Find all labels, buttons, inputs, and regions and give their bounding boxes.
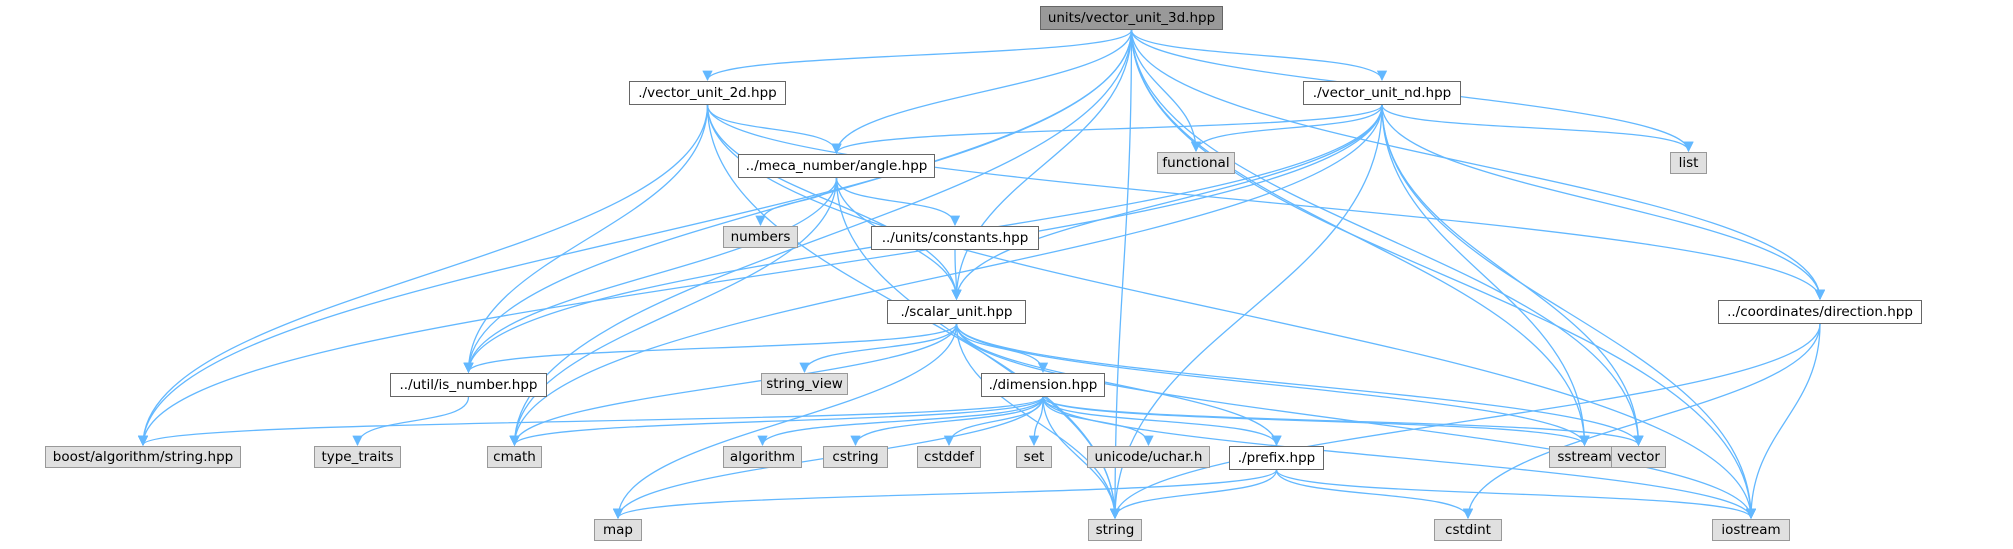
edge-root-to-direction — [1130, 29, 1826, 301]
edge-vnd-to-boost — [137, 104, 1383, 447]
node-cmath: cmath — [487, 446, 542, 468]
edge-isnumber-to-type_traits — [352, 396, 470, 447]
edge-scalar-to-string_view — [799, 323, 958, 374]
node-vector-unit-nd-hpp[interactable]: ./vector_unit_nd.hpp — [1303, 81, 1461, 105]
edge-angle-to-constants — [835, 177, 961, 227]
edge-dimension-to-algorithm — [757, 396, 1044, 447]
edge-dimension-to-sstream — [1042, 396, 1590, 447]
node-vector-unit-2d-hpp[interactable]: ./vector_unit_2d.hpp — [629, 81, 786, 105]
node-map: map — [594, 519, 642, 541]
node-string: string — [1088, 519, 1142, 541]
edge-angle-to-numbers — [755, 177, 838, 227]
node-vector: vector — [1611, 446, 1666, 468]
edge-vnd-to-list — [1381, 104, 1694, 153]
edge-direction-to-string — [1109, 323, 1821, 520]
edge-vnd-to-angle — [831, 104, 1383, 155]
node-scalar-unit-hpp[interactable]: ./scalar_unit.hpp — [887, 300, 1026, 324]
edge-v2d-to-angle — [706, 104, 842, 155]
edge-prefix-to-cstdint — [1275, 469, 1474, 520]
node-string-view: string_view — [761, 373, 848, 395]
edge-vnd-to-vector — [1381, 104, 1644, 447]
edge-direction-to-cstdint — [1462, 323, 1821, 520]
edge-vnd-to-functional — [1190, 104, 1383, 153]
edge-root-to-iostream — [1130, 29, 1757, 520]
edge-vnd-to-direction — [1381, 104, 1826, 301]
node-iostream: iostream — [1712, 519, 1790, 541]
edge-root-to-vnd — [1130, 29, 1388, 82]
dependency-edges — [137, 29, 1826, 520]
edge-dimension-to-iostream — [1042, 396, 1757, 520]
edge-prefix-to-map — [613, 469, 1278, 520]
node-dimension-hpp[interactable]: ./dimension.hpp — [981, 373, 1105, 397]
edge-vnd-to-sstream — [1381, 104, 1590, 447]
node-is-number-hpp[interactable]: ../util/is_number.hpp — [390, 373, 547, 397]
edge-dimension-to-string — [1042, 396, 1121, 520]
node-list: list — [1670, 152, 1707, 174]
edge-prefix-to-string — [1109, 469, 1278, 520]
node-prefix-hpp[interactable]: ./prefix.hpp — [1229, 446, 1324, 470]
edge-root-to-scalar — [951, 29, 1133, 301]
node-functional: functional — [1157, 152, 1235, 174]
edge-scalar-to-vector — [955, 323, 1644, 447]
edge-root-to-v2d — [702, 29, 1133, 82]
edge-root-to-vector — [1130, 29, 1644, 447]
edge-v2d-to-isnumber — [463, 104, 709, 374]
node-direction-hpp[interactable]: ../coordinates/direction.hpp — [1718, 300, 1922, 324]
edge-root-to-boost — [137, 29, 1133, 447]
node-vector-unit-3d-hpp[interactable]: units/vector_unit_3d.hpp — [1040, 6, 1223, 30]
edge-dimension-to-cmath — [509, 396, 1044, 447]
edge-vnd-to-iostream — [1381, 104, 1757, 520]
node-cstdint: cstdint — [1434, 519, 1502, 541]
edge-dimension-to-prefix — [1042, 396, 1282, 447]
node-cstddef: cstddef — [917, 446, 981, 468]
node-angle-hpp[interactable]: ../meca_number/angle.hpp — [738, 154, 935, 178]
node-boost-algorithm-string-hpp: boost/algorithm/string.hpp — [45, 446, 241, 468]
node-unicode-uchar-h: unicode/uchar.h — [1087, 446, 1210, 468]
edge-v2d-to-boost — [137, 104, 709, 447]
edge-v2d-to-direction — [706, 104, 1826, 301]
node-constants-hpp[interactable]: ../units/constants.hpp — [871, 226, 1039, 250]
edge-scalar-to-isnumber — [463, 323, 958, 374]
edge-root-to-string — [1109, 29, 1133, 520]
edge-angle-to-cmath — [509, 177, 838, 447]
edge-dimension-to-boost — [138, 396, 1044, 447]
node-type-traits: type_traits — [314, 446, 401, 468]
edge-angle-to-isnumber — [463, 177, 838, 374]
edge-v2d-to-iostream — [706, 104, 1757, 520]
node-sstream: sstream — [1549, 446, 1620, 468]
node-numbers: numbers — [723, 226, 798, 248]
edge-constants-to-scalar — [951, 249, 962, 301]
edge-vnd-to-scalar — [951, 104, 1383, 301]
edge-root-to-cmath — [509, 29, 1133, 447]
node-set: set — [1016, 446, 1052, 468]
edge-direction-to-iostream — [1745, 323, 1821, 520]
edge-root-to-functional — [1130, 29, 1202, 153]
edge-scalar-to-string — [955, 323, 1121, 520]
edge-dimension-to-vector — [1042, 396, 1644, 447]
node-cstring: cstring — [823, 446, 888, 468]
edge-root-to-angle — [831, 29, 1133, 155]
edge-scalar-to-sstream — [955, 323, 1590, 447]
node-algorithm: algorithm — [723, 446, 802, 468]
edge-dimension-to-set — [1028, 396, 1044, 447]
edge-prefix-to-iostream — [1275, 469, 1757, 520]
edge-scalar-to-cmath — [509, 323, 958, 447]
edge-dimension-to-cstring — [850, 396, 1044, 447]
